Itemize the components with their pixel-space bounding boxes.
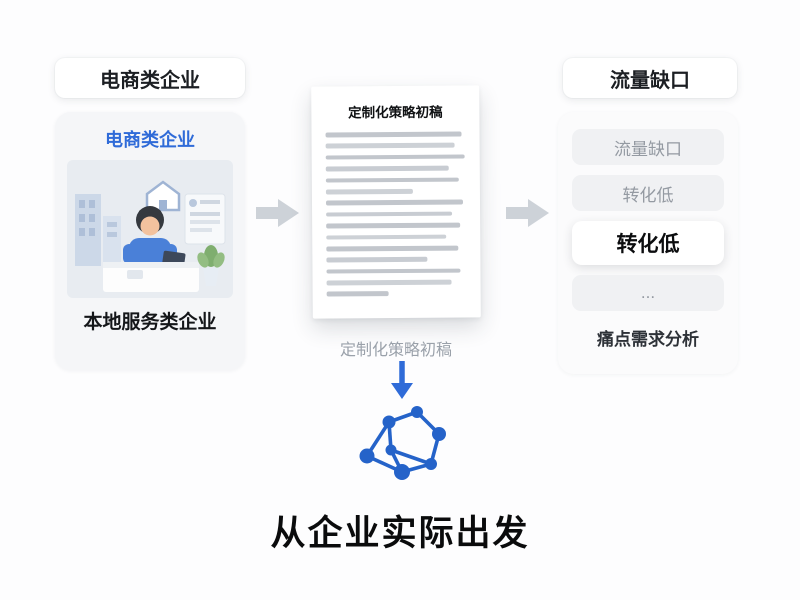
strategy-draft-paper: 定制化策略初稿 — [311, 85, 481, 319]
office-illustration-svg — [67, 160, 233, 298]
pain-point-item: 流量缺口 — [572, 129, 724, 165]
pain-point-item-emphasized: 转化低 — [572, 221, 724, 265]
pain-point-label: ... — [640, 283, 656, 302]
pain-point-card-footer: 痛点需求分析 — [597, 330, 699, 349]
left-card-title: 电商类企业 — [105, 130, 195, 150]
paper-caption: 定制化策略初稿 — [339, 342, 452, 359]
pain-point-label: 转化低 — [616, 233, 680, 256]
left-badge: 电商类企业 — [55, 58, 245, 98]
left-enterprise-card: 电商类企业 — [55, 112, 245, 370]
arrow-down-icon — [391, 361, 413, 399]
arrow-right-icon — [506, 199, 549, 227]
office-illustration — [67, 160, 233, 298]
left-badge-label: 电商类企业 — [100, 69, 200, 92]
pain-point-label: 转化低 — [622, 185, 674, 205]
network-graph-icon — [359, 406, 446, 480]
pain-point-label: 流量缺口 — [614, 139, 682, 159]
pain-point-item: ... — [572, 275, 724, 311]
arrow-right-icon — [256, 199, 299, 227]
paper-text-lines — [325, 131, 467, 297]
bottom-title: 从企业实际出发 — [270, 514, 530, 553]
right-badge-label: 流量缺口 — [610, 69, 690, 92]
pain-point-card: 流量缺口 转化低 转化低 ... 痛点需求分析 — [558, 112, 738, 374]
paper-title: 定制化策略初稿 — [348, 104, 443, 121]
right-badge: 流量缺口 — [563, 58, 737, 98]
pain-point-item: 转化低 — [572, 175, 724, 211]
left-card-footer: 本地服务类企业 — [83, 312, 217, 333]
